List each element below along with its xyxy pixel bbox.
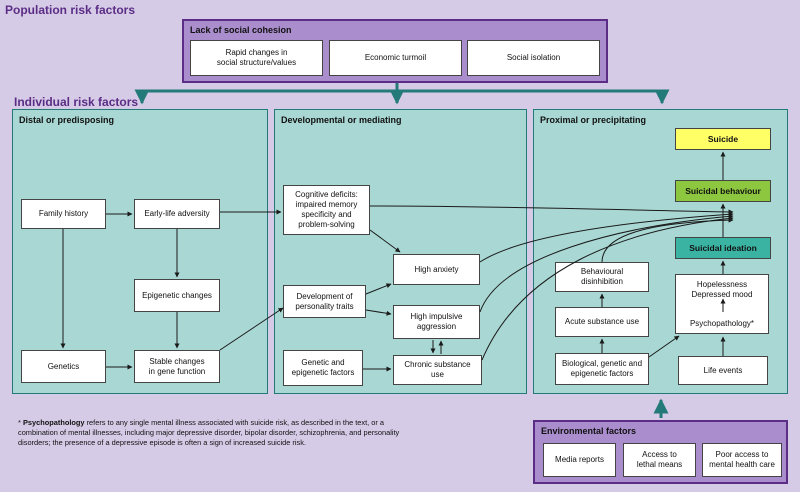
developmental-title: Developmental or mediating xyxy=(281,115,402,125)
acute-substance-use-box: Acute substance use xyxy=(555,307,649,337)
media-reports-box: Media reports xyxy=(543,443,616,477)
individual-risk-title: Individual risk factors xyxy=(14,95,139,109)
chronic-substance-use-box: Chronic substance use xyxy=(393,355,482,385)
social-isolation-box: Social isolation xyxy=(467,40,600,76)
behavioural-disinhibition-box: Behavioural disinhibition xyxy=(555,262,649,292)
environmental-title: Environmental factors xyxy=(541,426,637,436)
life-events-box: Life events xyxy=(678,356,768,385)
lethal-means-box: Access to lethal means xyxy=(623,443,696,477)
distal-title: Distal or predisposing xyxy=(19,115,115,125)
psychopathology-text: Psychopathology* xyxy=(689,319,755,328)
epigenetic-changes-box: Epigenetic changes xyxy=(134,279,220,312)
cognitive-deficits-box: Cognitive deficits: impaired memory spec… xyxy=(283,185,370,235)
genetics-box: Genetics xyxy=(21,350,106,383)
rapid-changes-box: Rapid changes in social structure/values xyxy=(190,40,323,76)
high-anxiety-box: High anxiety xyxy=(393,254,480,285)
proximal-title: Proximal or precipitating xyxy=(540,115,647,125)
footnote-text: refers to any single mental illness asso… xyxy=(18,418,400,447)
suicide-box: Suicide xyxy=(675,128,771,150)
genetic-epigenetic-factors-box: Genetic and epigenetic factors xyxy=(283,350,363,386)
mental-health-care-box: Poor access to mental health care xyxy=(702,443,782,477)
suicidal-behaviour-box: Suicidal behaviour xyxy=(675,180,771,202)
stable-changes-box: Stable changes in gene function xyxy=(134,350,220,383)
early-life-adversity-box: Early-life adversity xyxy=(134,199,220,229)
biological-factors-box: Biological, genetic and epigenetic facto… xyxy=(555,353,649,385)
economic-turmoil-box: Economic turmoil xyxy=(329,40,462,76)
hopelessness-text: Hopelessness Depressed mood xyxy=(691,280,753,299)
personality-traits-box: Development of personality traits xyxy=(283,285,366,318)
hopelessness-box: Hopelessness Depressed mood Psychopathol… xyxy=(675,274,769,334)
social-cohesion-title: Lack of social cohesion xyxy=(190,25,292,35)
population-risk-title: Population risk factors xyxy=(5,3,136,17)
footnote: * Psychopathology refers to any single m… xyxy=(18,418,400,447)
suicidal-ideation-box: Suicidal ideation xyxy=(675,237,771,259)
footnote-bold: Psychopathology xyxy=(22,418,85,427)
family-history-box: Family history xyxy=(21,199,106,229)
impulsive-aggression-box: High impulsive aggression xyxy=(393,305,480,339)
